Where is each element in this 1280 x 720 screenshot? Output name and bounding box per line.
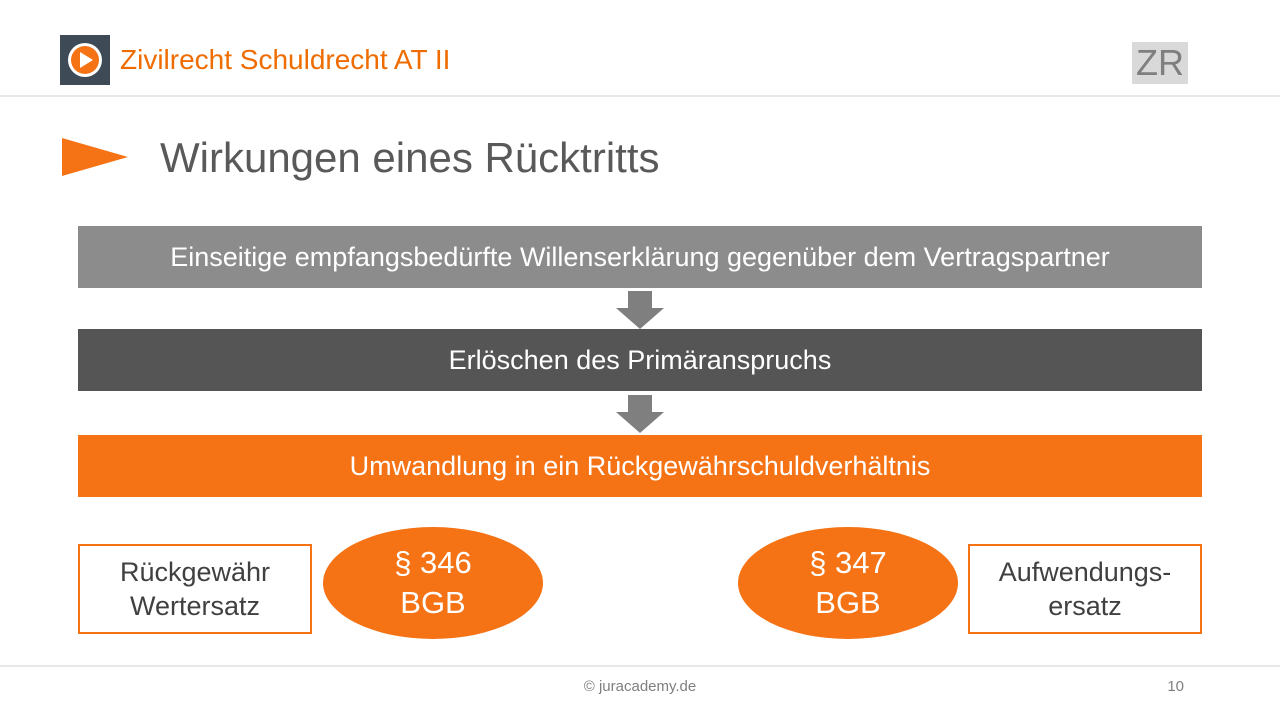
expenses-box: Aufwendungs- ersatz [968, 544, 1202, 634]
norm-347-section: § 347 [809, 545, 887, 580]
arrow-down-icon [616, 395, 664, 433]
flow-step-label: Einseitige empfangsbedürfte Willenserklä… [170, 241, 1110, 272]
play-icon [68, 43, 102, 77]
triangle-pointer-icon [62, 138, 128, 176]
footer-divider [0, 665, 1280, 667]
flow-step-conversion: Umwandlung in ein Rückgewährschuldverhäl… [78, 435, 1202, 497]
restitution-line-1: Rückgewähr [119, 557, 271, 587]
logo [60, 35, 110, 85]
slide-title: Wirkungen eines Rücktritts [160, 134, 660, 181]
flow-step-label: Umwandlung in ein Rückgewährschuldverhäl… [349, 450, 931, 481]
flow-step-extinction: Erlöschen des Primäranspruchs [78, 329, 1202, 391]
norm-346-code: BGB [400, 585, 466, 620]
expenses-line-2: ersatz [1048, 591, 1122, 621]
page-number: 10 [1167, 678, 1184, 695]
expenses-line-1: Aufwendungs- [998, 557, 1172, 587]
header-divider [0, 95, 1280, 97]
restitution-box: Rückgewähr Wertersatz [78, 544, 312, 634]
subject-badge: ZR [1132, 42, 1188, 84]
course-title: Zivilrecht Schuldrecht AT II [120, 44, 451, 75]
norm-347-code: BGB [815, 585, 881, 620]
arrow-down-icon [616, 291, 664, 329]
norm-346-badge: § 346 BGB [323, 527, 543, 639]
flow-step-declaration: Einseitige empfangsbedürfte Willenserklä… [78, 226, 1202, 288]
copyright-notice: © juracademy.de [583, 678, 697, 695]
restitution-line-2: Wertersatz [129, 591, 260, 621]
norm-347-badge: § 347 BGB [738, 527, 958, 639]
norm-346-section: § 346 [394, 545, 472, 580]
flow-step-label: Erlöschen des Primäranspruchs [448, 344, 832, 375]
